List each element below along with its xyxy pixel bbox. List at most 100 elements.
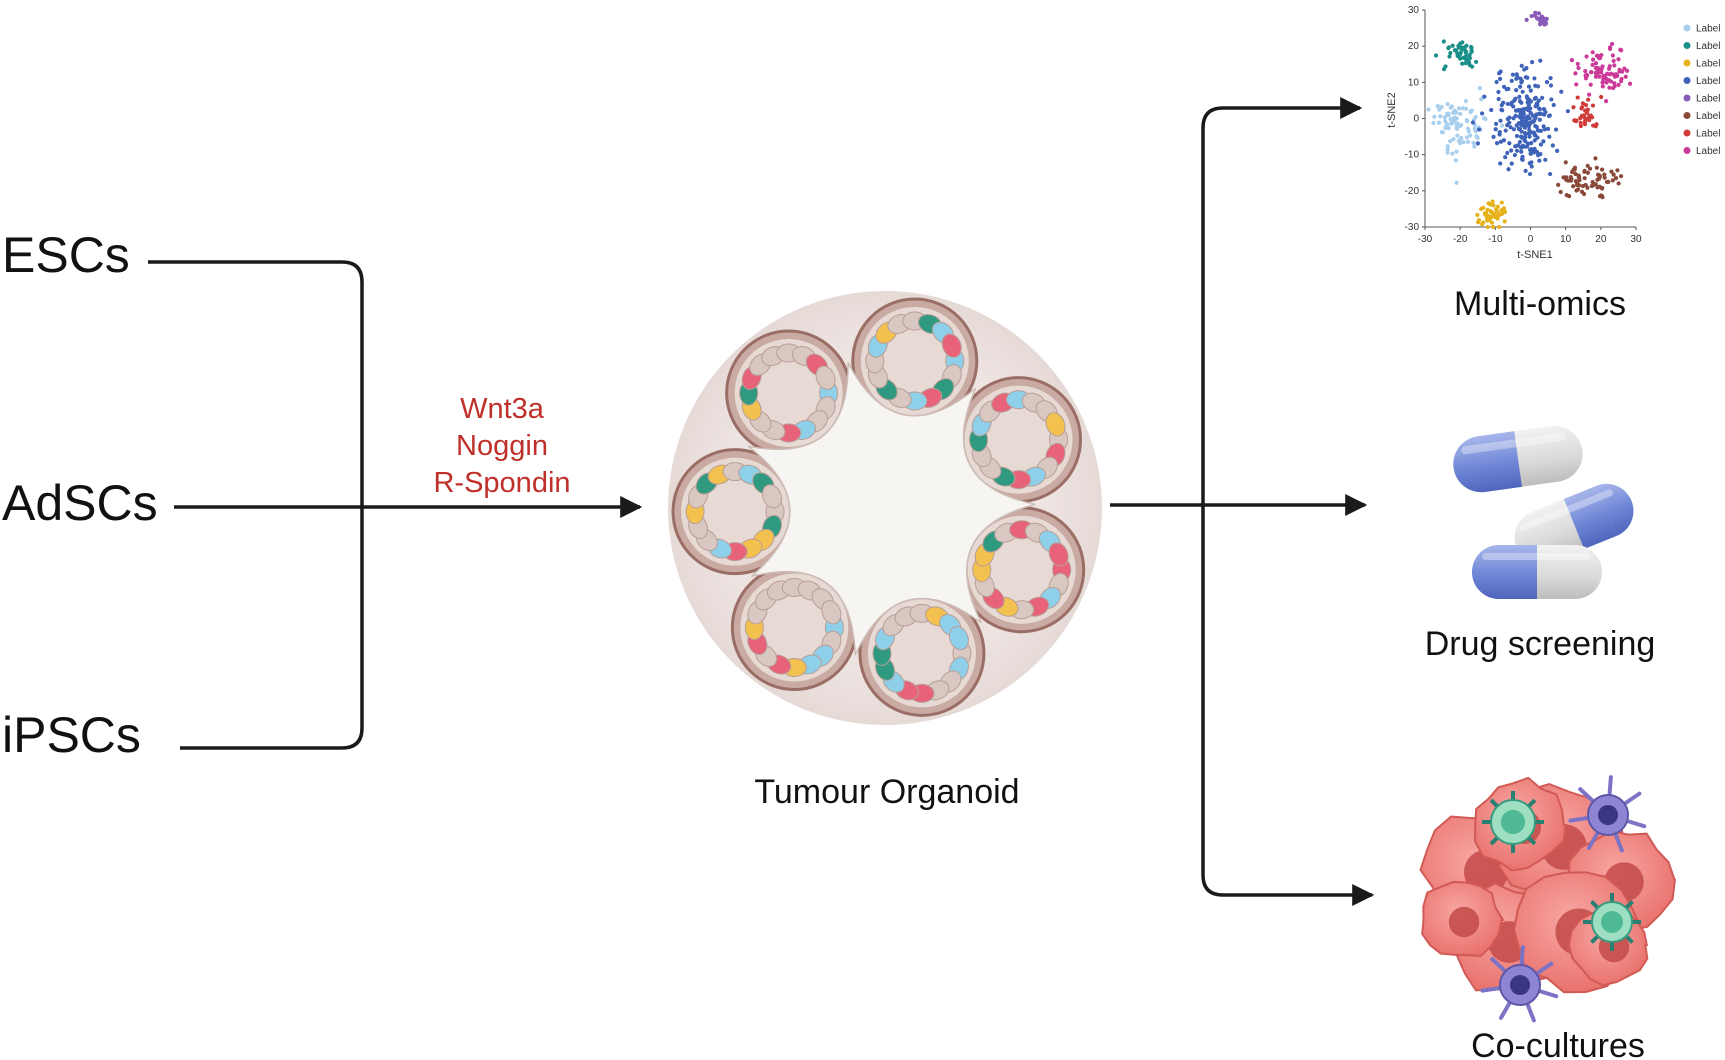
- tsne-point: [1556, 182, 1561, 187]
- tsne-point: [1499, 103, 1504, 108]
- tsne-point: [1518, 115, 1523, 121]
- tsne-point: [1595, 65, 1601, 71]
- tsne-point: [1473, 114, 1478, 120]
- tsne-point: [1471, 140, 1476, 146]
- tsne-series: [1569, 41, 1633, 104]
- tsne-point: [1537, 107, 1542, 112]
- tsne-point: [1513, 96, 1518, 101]
- tsne-point: [1472, 144, 1477, 149]
- tsne-point: [1624, 68, 1630, 73]
- tsne-point: [1580, 101, 1586, 106]
- tsne-point: [1515, 74, 1520, 80]
- tsne-point: [1493, 213, 1498, 218]
- tsne-point: [1583, 102, 1589, 108]
- tsne-point: [1535, 84, 1541, 89]
- organoid-epithelium: [671, 297, 1086, 717]
- legend-label: Label: [1696, 59, 1720, 70]
- tsne-point: [1524, 66, 1529, 71]
- tsne-point: [1469, 49, 1474, 54]
- tsne-point: [1494, 207, 1499, 212]
- tsne-point: [1507, 141, 1512, 146]
- tsne-point: [1445, 102, 1450, 107]
- tsne-point: [1519, 135, 1524, 140]
- tsne-point: [1573, 179, 1578, 184]
- tsne-point: [1519, 80, 1524, 85]
- tsne-point: [1452, 48, 1458, 53]
- tsne-series: [1426, 86, 1505, 185]
- tsne-point: [1456, 43, 1461, 49]
- y-tick-label: 30: [1408, 5, 1420, 16]
- tumour-organoid-icon: [668, 291, 1102, 725]
- tsne-point: [1610, 53, 1615, 58]
- output-label-co-cultures: Co-cultures: [1471, 1027, 1645, 1060]
- tsne-point: [1476, 127, 1482, 132]
- tsne-point: [1619, 48, 1624, 53]
- tsne-point: [1506, 167, 1511, 172]
- tsne-point: [1555, 148, 1560, 153]
- tsne-point: [1537, 158, 1542, 163]
- tsne-point: [1579, 189, 1585, 194]
- t-cell: [1583, 893, 1641, 951]
- tsne-point: [1618, 174, 1624, 179]
- tsne-point: [1445, 144, 1450, 149]
- tsne-point: [1479, 97, 1484, 102]
- tsne-point: [1594, 165, 1599, 170]
- tsne-point: [1512, 152, 1518, 158]
- tsne-point: [1445, 150, 1450, 155]
- tsne-point: [1483, 116, 1488, 122]
- branch-multiomics: [1201, 97, 1363, 505]
- tsne-point: [1526, 84, 1532, 89]
- tsne-point: [1589, 183, 1594, 189]
- factor-r-spondin: R-Spondin: [433, 467, 570, 499]
- tsne-point: [1463, 61, 1468, 66]
- tsne-point: [1602, 74, 1607, 80]
- tsne-point: [1453, 115, 1458, 120]
- tsne-point: [1500, 123, 1505, 128]
- tsne-point: [1454, 180, 1459, 185]
- tsne-point: [1605, 71, 1610, 76]
- tsne-point: [1590, 103, 1596, 108]
- tsne-point: [1610, 178, 1615, 183]
- tsne-point: [1607, 46, 1613, 52]
- x-tick-label: 10: [1560, 234, 1572, 245]
- tsne-point: [1467, 52, 1472, 58]
- tsne-point: [1564, 175, 1569, 180]
- tsne-point: [1623, 74, 1628, 79]
- y-tick-label: -20: [1405, 186, 1420, 197]
- epithelial-cell: [1048, 542, 1069, 567]
- tsne-point: [1535, 102, 1540, 108]
- tsne-point: [1526, 131, 1531, 136]
- tsne-point: [1511, 127, 1517, 132]
- tsne-point: [1498, 69, 1503, 74]
- tsne-point: [1548, 83, 1554, 88]
- tsne-point: [1469, 108, 1474, 113]
- tsne-point: [1593, 182, 1598, 187]
- tsne-point: [1533, 133, 1538, 138]
- tsne-point: [1499, 208, 1504, 213]
- tsne-point: [1470, 120, 1476, 125]
- tsne-point: [1509, 78, 1514, 83]
- legend-marker: [1683, 24, 1691, 32]
- tsne-point: [1602, 175, 1607, 180]
- tsne-point: [1482, 94, 1487, 99]
- tsne-point: [1470, 64, 1475, 69]
- organoid-lobe: [730, 564, 858, 692]
- tsne-point: [1517, 94, 1522, 99]
- tsne-point: [1514, 133, 1520, 139]
- tsne-point: [1597, 55, 1602, 61]
- tsne-point: [1530, 59, 1535, 65]
- tsne-point: [1517, 84, 1523, 89]
- tsne-point: [1529, 13, 1534, 19]
- tsne-series: [1556, 156, 1624, 200]
- tsne-point: [1458, 51, 1463, 57]
- capsule-bottom: [1472, 545, 1602, 599]
- connector-escs: [148, 260, 364, 750]
- tsne-point: [1511, 104, 1516, 109]
- x-tick-label: -10: [1488, 234, 1503, 245]
- tsne-point: [1543, 110, 1548, 115]
- tsne-series: [1433, 39, 1479, 72]
- source-label-escs: ESCs: [2, 227, 130, 283]
- tsne-point: [1491, 224, 1496, 230]
- tsne-point: [1490, 199, 1495, 204]
- tsne-point: [1464, 135, 1470, 140]
